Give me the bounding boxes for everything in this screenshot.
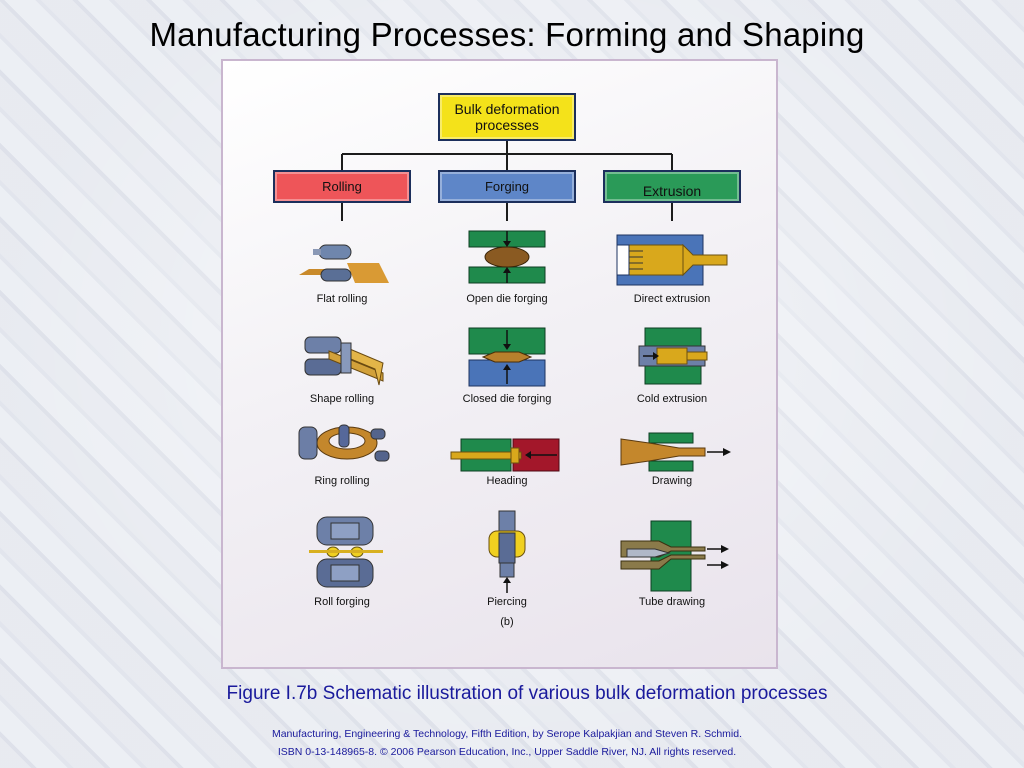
cold-extrusion-caption: Cold extrusion <box>636 393 708 405</box>
open-die-forging-caption: Open die forging <box>466 293 548 305</box>
credit-line-1: Manufacturing, Engineering & Technology,… <box>271 728 743 740</box>
shape-rolling-illustration <box>304 336 384 386</box>
connector-lines <box>341 141 673 221</box>
extrusion-box: Extrusion <box>603 170 741 203</box>
panel-label: (b) <box>500 616 514 628</box>
bulk-deformation-box: Bulk deformation processes <box>438 93 576 141</box>
tube-drawing-caption: Tube drawing <box>638 596 706 608</box>
rolling-box: Rolling <box>273 170 411 203</box>
flat-rolling-illustration <box>299 244 389 283</box>
roll-forging-illustration <box>309 516 383 588</box>
direct-extrusion-illustration <box>616 234 728 286</box>
open-die-forging-illustration <box>468 230 546 284</box>
heading-caption: Heading <box>486 475 528 487</box>
cold-extrusion-illustration <box>638 327 708 385</box>
direct-extrusion-caption: Direct extrusion <box>633 293 711 305</box>
flat-rolling-caption: Flat rolling <box>316 293 368 305</box>
closed-die-forging-illustration <box>468 327 546 387</box>
roll-forging-caption: Roll forging <box>314 596 370 608</box>
drawing-caption: Drawing <box>651 475 693 487</box>
credit-line-2: ISBN 0-13-148965-8. © 2006 Pearson Educa… <box>277 746 737 758</box>
shape-rolling-caption: Shape rolling <box>309 393 375 405</box>
piercing-caption: Piercing <box>487 596 527 608</box>
bulk-deformation-label: Bulk deformation processes <box>454 101 560 133</box>
extrusion-label: Extrusion <box>642 183 702 199</box>
figure-caption: Figure I.7b Schematic illustration of va… <box>226 683 828 704</box>
closed-die-forging-caption: Closed die forging <box>462 393 552 405</box>
tube-drawing-illustration <box>620 520 729 592</box>
diagram-panel: Bulk deformation processes Rolling Forgi… <box>221 59 778 669</box>
piercing-illustration <box>488 510 526 593</box>
forging-label: Forging <box>484 178 530 194</box>
forging-box: Forging <box>438 170 576 203</box>
ring-rolling-illustration <box>298 424 390 462</box>
slide-title: Manufacturing Processes: Forming and Sha… <box>149 16 865 53</box>
drawing-illustration <box>620 432 731 472</box>
rolling-label: Rolling <box>322 178 362 194</box>
heading-illustration <box>450 438 560 472</box>
ring-rolling-caption: Ring rolling <box>314 475 370 487</box>
